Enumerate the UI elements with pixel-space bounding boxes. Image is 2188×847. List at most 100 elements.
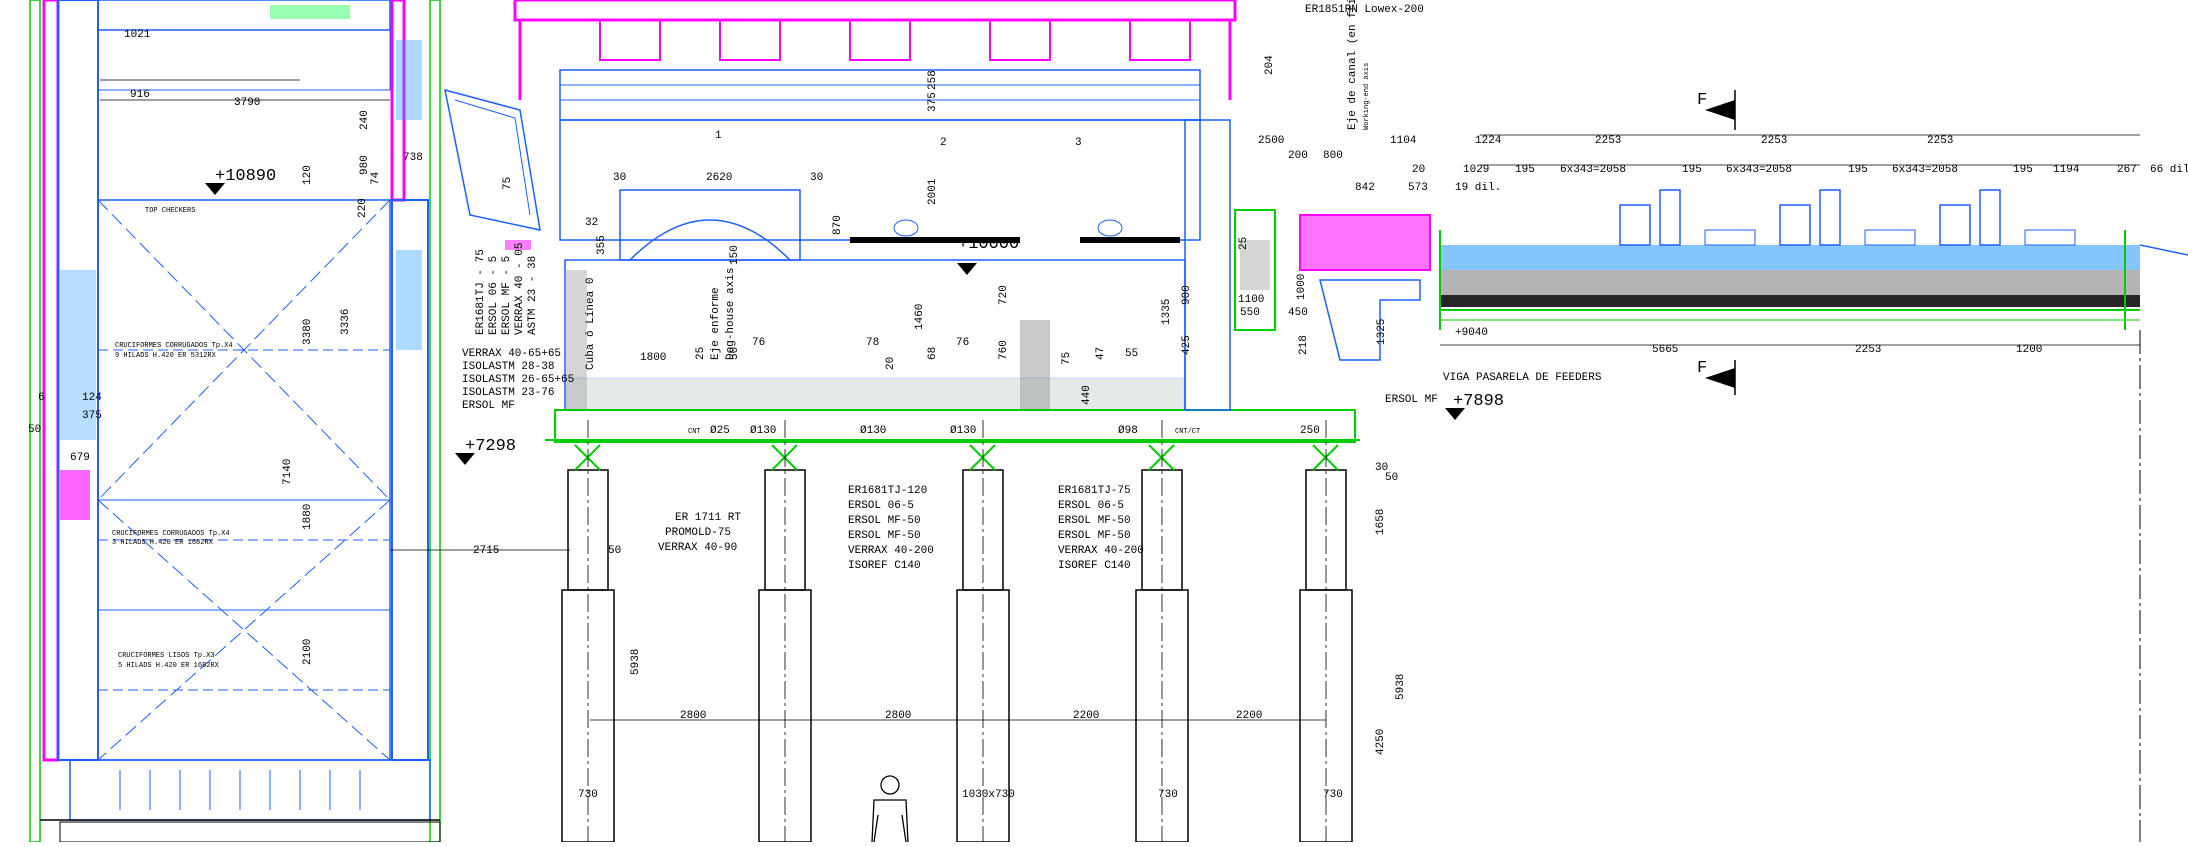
dimension-label: 2253 [1855, 344, 1881, 356]
dimension-label: 1030x730 [962, 789, 1015, 801]
material-label: ER1681TJ-120 [848, 485, 927, 497]
material-label: ER1851RN Lowex-200 [1305, 4, 1424, 16]
axis-label: Cuba ó Línea 0 [585, 278, 597, 370]
dimension-label: 1335 [1161, 299, 1173, 325]
dimension-label: 47 [1095, 347, 1107, 360]
elevation-markers [205, 183, 1465, 465]
dimension-label: 218 [1298, 335, 1310, 355]
material-label: ERSOL 06-5 [1058, 500, 1124, 512]
dimension-label: 66 dil. [2150, 164, 2188, 176]
dimension-label: 150 [729, 245, 741, 265]
dimension-label: 195 [1848, 164, 1868, 176]
dimension-label: 2800 [680, 710, 706, 722]
dimension-label: 1000 [1296, 274, 1308, 300]
area-label: CRUCIFORMES CORRUGADOS Tp.X4 [112, 530, 230, 538]
material-label: ERSOL 06-5 [848, 500, 914, 512]
dimension-label: 50 [1385, 472, 1398, 484]
dimension-label: 7140 [282, 459, 294, 485]
dimension-label: 75 [502, 177, 514, 190]
area-label: 9 HILADS H.420 ER 5312RX [115, 352, 217, 360]
dimension-label: 2253 [1595, 135, 1621, 147]
elevation-label: +7898 [1453, 392, 1504, 411]
dimension-label: 738 [403, 152, 423, 164]
dimension-label: 842 [1355, 182, 1375, 194]
dimension-label: 1194 [2053, 164, 2080, 176]
dimension-label: 30 [810, 172, 823, 184]
dimension-label: 120 [302, 165, 314, 185]
dimension-label: 679 [70, 452, 90, 464]
dimension-label: 375 [82, 410, 102, 422]
material-label: VERRAX 40-200 [848, 545, 934, 557]
elevation-label: +10890 [215, 167, 276, 186]
dimension-label: 550 [1240, 307, 1260, 319]
dimension-label: 1658 [1375, 509, 1387, 535]
person-scale-figure [871, 775, 909, 843]
dimension-label: 6x343=2058 [1560, 164, 1626, 176]
dimension-label: 6x343=2058 [1726, 164, 1792, 176]
dimension-label: 2200 [1073, 710, 1099, 722]
material-label: ERSOL MF-50 [1058, 530, 1131, 542]
dimension-label: 440 [1081, 385, 1093, 405]
dimension-label: 50 [729, 347, 741, 360]
dimension-label: 50 [28, 424, 41, 436]
dimension-label: 74 [370, 171, 382, 185]
area-label: CNT/CT [1175, 428, 1200, 436]
dimension-label: 2500 [1258, 135, 1284, 147]
dimension-label: 730 [1158, 789, 1178, 801]
dimension-label: 870 [832, 215, 844, 235]
material-label: VERRAX 40-90 [658, 542, 737, 554]
dimension-label: 19 dil. [1455, 182, 1501, 194]
dimension-label: 4250 [1375, 729, 1387, 755]
dimension-label: 55 [1125, 348, 1138, 360]
dimension-label: 720 [998, 285, 1010, 305]
dimension-label: 2001 [927, 178, 939, 205]
dimension-label: 5665 [1652, 344, 1678, 356]
area-label: 5 HILADS H.420 ER 1682RX [118, 662, 220, 670]
material-label: ISOREF C140 [848, 560, 921, 572]
dimension-label: Ø130 [860, 425, 886, 437]
dimension-label: 76 [956, 337, 969, 349]
dimension-label: 2 [940, 137, 947, 149]
area-label: 3 HILADS H.420 ER 1682RX [112, 539, 214, 547]
dimension-label: 1460 [914, 304, 926, 330]
dimension-label: 68 [927, 347, 939, 360]
dimension-label: 2800 [885, 710, 911, 722]
support-columns [561, 444, 1353, 843]
axis-label: Eje enforme [710, 287, 722, 360]
dimension-label: 760 [998, 340, 1010, 360]
dimension-label: 2200 [1236, 710, 1262, 722]
dimension-label: 3 [1075, 137, 1082, 149]
dimension-label: 32 [585, 217, 598, 229]
dimension-label: 195 [1682, 164, 1702, 176]
regenerator-left-wall [42, 0, 60, 762]
dimension-label: 30 [1375, 462, 1388, 474]
material-label: ERSOL 06 - 5 [488, 256, 500, 335]
area-label: CNT [688, 428, 701, 436]
dimension-label: 1880 [302, 504, 314, 530]
dimension-label: 3790 [234, 97, 260, 109]
material-label: ISOLASTM 26-65+65 [462, 374, 574, 386]
dimension-label: 450 [1288, 307, 1308, 319]
axis-label: Eje de canal (en frío) [1347, 0, 1359, 130]
dimension-label: 78 [866, 337, 879, 349]
dimension-label: 2253 [1761, 135, 1787, 147]
checker-pack [97, 199, 391, 761]
material-label: ER1681TJ - 75 [475, 249, 487, 335]
dimension-label: 730 [578, 789, 598, 801]
regenerator [29, 0, 441, 843]
dimension-label: 76 [752, 337, 765, 349]
dimension-label: 20 [885, 357, 897, 370]
dimension-label: Ø98 [1118, 425, 1138, 437]
dimension-label: 258 [927, 70, 939, 90]
dimension-label: 20 [1412, 164, 1425, 176]
beam-label: VIGA PASARELA DE FEEDERS [1443, 372, 1602, 384]
section-mark: F [1697, 91, 1707, 110]
dimension-label: 916 [130, 89, 150, 101]
material-label: ISOREF C140 [1058, 560, 1131, 572]
section-mark: F [1697, 359, 1707, 378]
dimension-label: 200 [1288, 150, 1308, 162]
dimension-label: 1021 [124, 29, 151, 41]
material-label: ER 1711 RT [675, 512, 741, 524]
dimension-label: 3336 [340, 309, 352, 335]
